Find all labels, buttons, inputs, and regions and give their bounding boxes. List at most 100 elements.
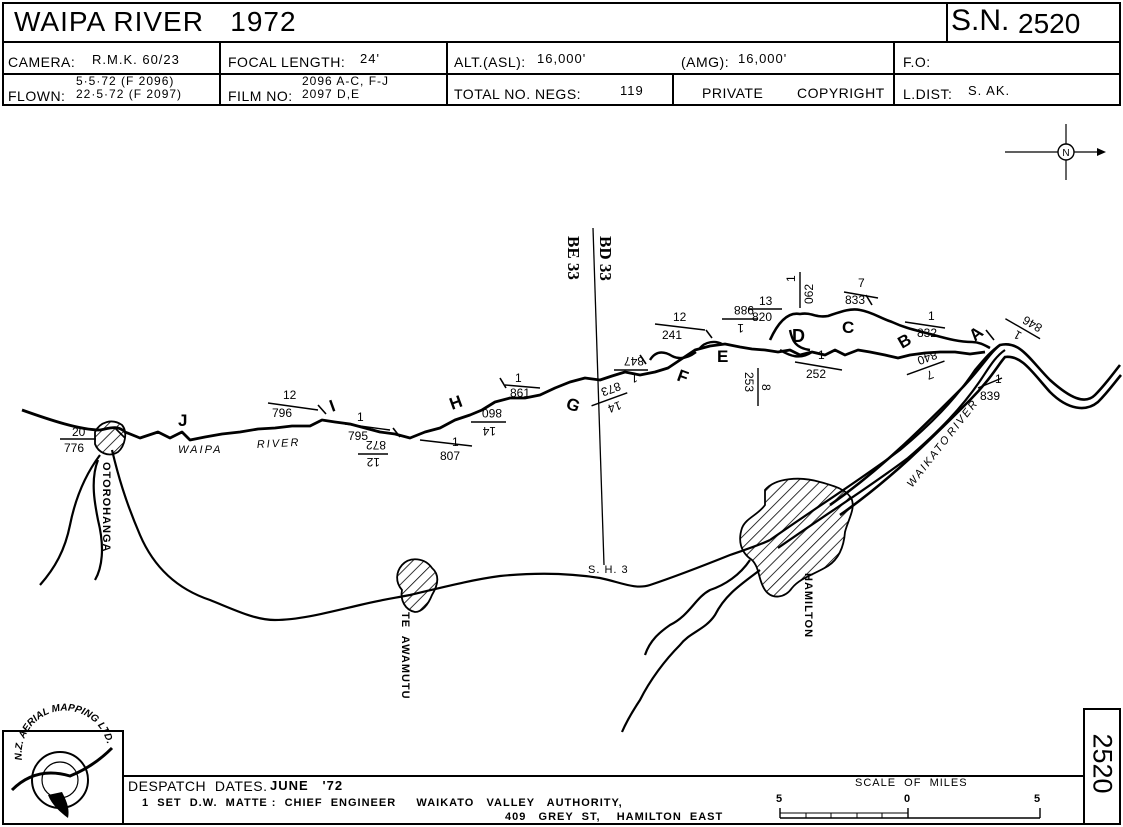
photo-bottom: 832 — [917, 326, 937, 340]
private-label: PRIVATE — [702, 85, 764, 101]
sn-label: S.N. — [951, 4, 1010, 37]
photo-label: 12 796 — [267, 388, 319, 420]
run-letter-b: B — [895, 330, 915, 353]
photo-label: 13 820 — [748, 294, 782, 324]
photo-top: 12 — [283, 388, 297, 402]
run-letter-i: I — [327, 396, 338, 415]
photo-top: 1 — [631, 371, 638, 385]
total-negs-value: 119 — [620, 83, 644, 98]
photo-bottom: 253 — [742, 372, 756, 392]
photo-label: 1 795 — [344, 410, 391, 443]
waipa-river-label: RIVER — [257, 437, 301, 451]
photo-top: 7 — [858, 276, 865, 290]
focal-length-value: 24' — [360, 51, 380, 66]
grid-label-be33: BE 33 — [564, 236, 583, 280]
photo-bottom: 252 — [806, 367, 826, 381]
photo-top: 1 — [818, 348, 825, 362]
info-row-2 — [2, 73, 1121, 106]
side-number: 2520 — [1087, 733, 1118, 794]
photo-top: 1 — [784, 275, 798, 282]
photo-label: 8 253 — [742, 368, 773, 406]
photo-top: 1 — [1011, 327, 1024, 343]
run-letter-d: D — [792, 326, 805, 346]
photo-bottom: 776 — [64, 441, 84, 455]
side-number-box — [1083, 708, 1121, 825]
north-arrow-icon: N — [1005, 124, 1106, 180]
alt-asl-label: ALT.(ASL): — [454, 54, 526, 70]
photo-bottom: 807 — [440, 449, 460, 463]
photo-bottom: 795 — [348, 429, 368, 443]
photo-label: 1 839 — [977, 372, 1003, 403]
run-letter-h: H — [447, 392, 465, 414]
camera-value: R.M.K. 60/23 — [92, 52, 180, 67]
photo-label: 1 832 — [904, 309, 946, 340]
film-no-1: 2096 A-C, F-J — [302, 74, 390, 88]
photo-label: 1 988 — [722, 303, 758, 335]
run-letter-f: F — [675, 366, 691, 387]
photo-bottom: 860 — [482, 406, 502, 420]
compass-label: N — [1062, 148, 1069, 159]
photo-bottom: 873 — [599, 379, 623, 399]
photo-bottom: 062 — [802, 284, 816, 304]
photo-top: 13 — [759, 294, 773, 308]
run-letter-j: J — [178, 411, 187, 430]
grid-line — [592, 227, 605, 566]
photo-top: 14 — [482, 424, 496, 438]
photo-top: 1 — [357, 410, 364, 424]
logo-box — [2, 730, 124, 825]
photo-label: 7 833 — [843, 276, 879, 307]
photo-bottom: 833 — [845, 293, 865, 307]
photo-top: 14 — [606, 398, 624, 416]
scale-tick-left: 5 — [776, 793, 783, 805]
photo-bottom: 241 — [662, 328, 682, 342]
photo-top: 1 — [515, 371, 522, 385]
photo-label: 12 872 — [358, 438, 388, 469]
photo-bottom: 796 — [272, 406, 292, 420]
photo-bottom: 839 — [980, 389, 1000, 403]
photo-label: 7 840 — [906, 348, 945, 383]
sh3-label: S. H. 3 — [588, 564, 629, 576]
photo-bottom: 988 — [734, 303, 754, 317]
photo-top: 7 — [924, 367, 935, 383]
fo-label: F.O: — [903, 54, 931, 70]
focal-length-label: FOCAL LENGTH: — [228, 54, 346, 70]
despatch-value: JUNE '72 — [270, 778, 344, 793]
camera-label: CAMERA: — [8, 54, 76, 70]
waikato-river — [829, 342, 1122, 507]
photo-label: 20 776 — [60, 425, 96, 455]
te-awamutu-town — [396, 558, 439, 613]
photo-label: 12 241 — [654, 310, 706, 342]
run-letter-c: C — [842, 318, 854, 337]
photo-label: 1 062 — [784, 272, 816, 308]
sn-value: 2520 — [1018, 8, 1081, 39]
hamilton-label: HAMILTON — [802, 573, 814, 638]
photo-bottom: 872 — [366, 438, 386, 452]
photo-top: 1 — [737, 321, 744, 335]
film-no-label: FILM NO: — [228, 88, 293, 104]
scale-tick-zero: 0 — [904, 793, 911, 805]
grid-label-bd33: BD 33 — [596, 236, 615, 281]
address-line-1: 1 SET D.W. MATTE : CHIEF ENGINEER WAIKAT… — [142, 797, 623, 809]
waipa-river — [21, 342, 986, 442]
film-no-2: 2097 D,E — [302, 87, 361, 101]
total-negs-label: TOTAL NO. NEGS: — [454, 86, 582, 102]
photo-label: 14 860 — [471, 406, 506, 438]
photo-label: 1 252 — [794, 348, 843, 381]
despatch-label: DESPATCH DATES. — [128, 778, 268, 794]
address-line-2: 409 GREY ST, HAMILTON EAST — [505, 811, 724, 823]
photo-top: 20 — [72, 425, 86, 439]
te-awamutu-label: TE AWAMUTU — [399, 612, 411, 700]
photo-label: 14 873 — [591, 379, 628, 416]
flown-date-2: 22·5·72 (F 2097) — [76, 87, 183, 101]
flown-label: FLOWN: — [8, 88, 66, 104]
alt-asl-value: 16,000' — [537, 51, 587, 66]
copyright-label: COPYRIGHT — [797, 85, 885, 101]
photo-bottom: 847 — [624, 354, 644, 368]
run-letter-g: G — [564, 394, 583, 416]
scale-label: SCALE OF MILES — [855, 777, 968, 789]
amg-value: 16,000' — [738, 51, 788, 66]
ldist-value: S. AK. — [968, 83, 1011, 98]
photo-label: 1 847 — [614, 354, 648, 385]
photo-bottom: 820 — [752, 310, 772, 324]
